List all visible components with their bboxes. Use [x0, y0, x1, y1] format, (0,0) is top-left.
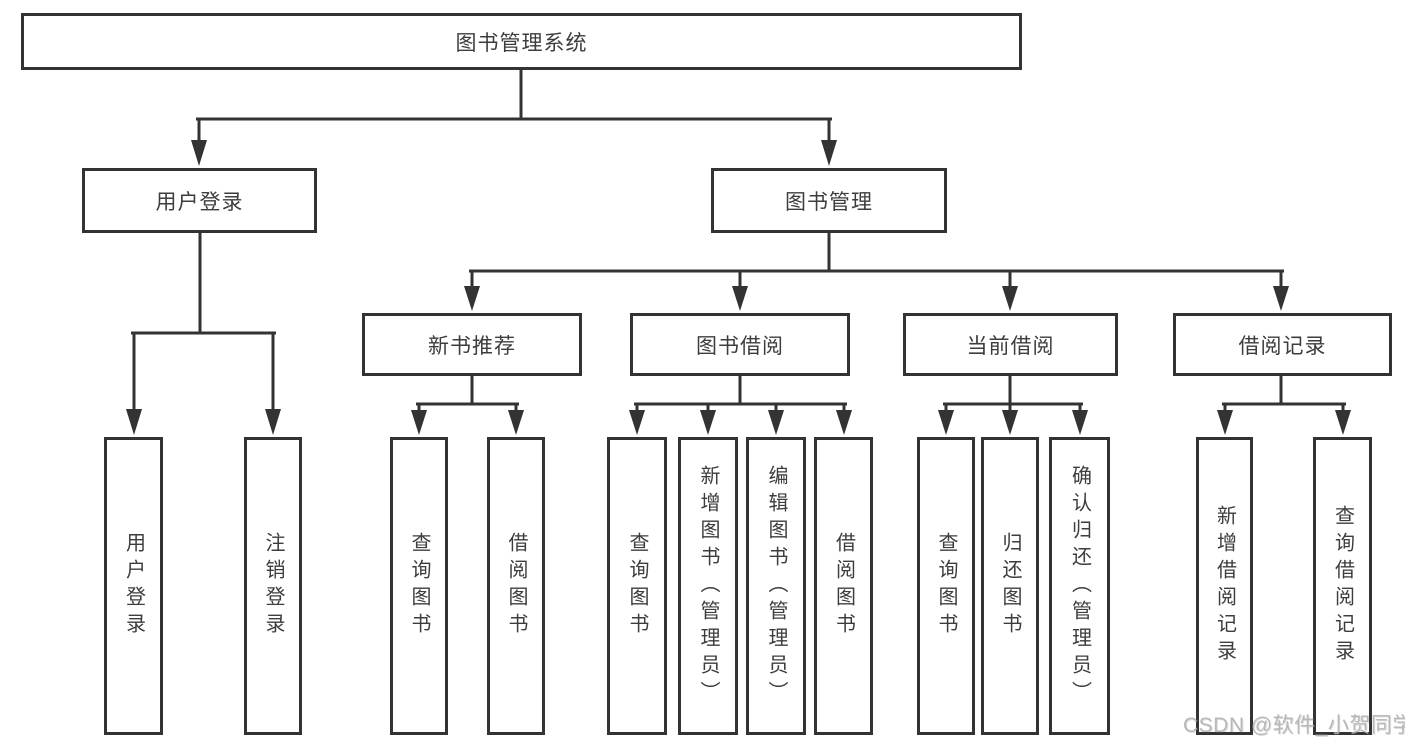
node-current-borrowing: 当前借阅 — [903, 313, 1118, 376]
node-new-book-recommendation: 新书推荐 — [362, 313, 582, 376]
node-book-borrowing: 图书借阅 — [630, 313, 850, 376]
leaf-edit-book-admin: 编辑图书（管理员） — [746, 437, 806, 735]
csdn-watermark: CSDN @软件_小贺同学 — [1183, 714, 1405, 737]
node-user-login: 用户登录 — [82, 168, 317, 233]
leaf-logout: 注销登录 — [244, 437, 302, 735]
leaf-add-book-admin: 新增图书（管理员） — [678, 437, 738, 735]
leaf-add-borrow-record: 新增借阅记录 — [1196, 437, 1253, 735]
node-book-management: 图书管理 — [711, 168, 947, 233]
leaf-query-borrow-record: 查询借阅记录 — [1313, 437, 1372, 735]
leaf-query-books-current: 查询图书 — [917, 437, 975, 735]
leaf-confirm-return-admin: 确认归还（管理员） — [1049, 437, 1110, 735]
leaf-query-books-recommend: 查询图书 — [390, 437, 448, 735]
leaf-query-books-borrowing: 查询图书 — [607, 437, 667, 735]
leaf-borrow-books-recommend: 借阅图书 — [487, 437, 545, 735]
leaf-return-books: 归还图书 — [981, 437, 1039, 735]
node-library-management-system: 图书管理系统 — [21, 13, 1022, 70]
node-borrowing-records: 借阅记录 — [1173, 313, 1392, 376]
leaf-borrow-books-borrowing: 借阅图书 — [814, 437, 873, 735]
leaf-user-login: 用户登录 — [104, 437, 163, 735]
